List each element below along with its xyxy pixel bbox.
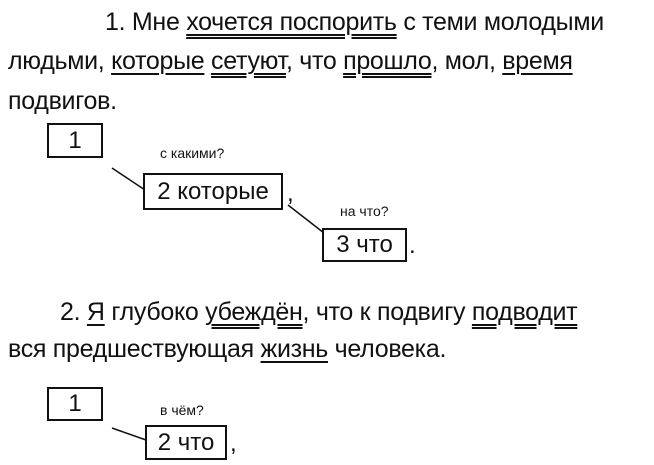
scheme-box-clause-2: 2 которые (143, 173, 283, 210)
predicate: хочется поспорить (186, 8, 397, 36)
comma: , (230, 430, 237, 457)
predicate: подводит (471, 298, 578, 326)
scheme-question: в чём? (160, 402, 204, 418)
word: , что к подвигу (302, 298, 466, 326)
scheme-box-main-1: 1 (47, 123, 103, 158)
word: глубоко (111, 298, 199, 326)
word: вся предшествующая (8, 335, 254, 363)
predicate: убеждён (205, 298, 303, 326)
word: , что (285, 47, 337, 75)
word: , мол, (431, 47, 496, 75)
scheme-box-main-1: 1 (47, 387, 103, 421)
sentence1-line3: подвигов. (8, 87, 117, 115)
scheme-question: на что? (340, 203, 389, 219)
subject: Я (86, 298, 105, 326)
sentence1-line2: людьми, которые сетуют, что прошло, мол,… (8, 47, 573, 76)
subject: время (502, 47, 573, 75)
word: Мне (131, 8, 180, 36)
period: . (409, 232, 416, 259)
sentence1-line1: 1. Мне хочется поспорить с теми молодыми (105, 8, 604, 37)
sentence2-line1: 2. Я глубоко убеждён, что к подвигу подв… (60, 298, 578, 327)
word: с теми молодыми (403, 8, 604, 36)
scheme-box-clause-3: 3 что (322, 228, 407, 262)
sentence2-line2: вся предшествующая жизнь человека. (8, 335, 446, 364)
subject: которые (111, 47, 205, 75)
word: человека. (334, 335, 447, 363)
sentence-number: 2. (60, 298, 81, 326)
predicate: сетуют (211, 47, 286, 75)
scheme-box-clause-2: 2 что (145, 425, 227, 460)
subject: жизнь (260, 335, 329, 363)
scheme-question: с какими? (160, 145, 225, 161)
word: людьми, (8, 47, 105, 75)
sentence-number: 1. (105, 8, 126, 36)
predicate: прошло (343, 47, 432, 75)
comma: , (287, 180, 294, 207)
